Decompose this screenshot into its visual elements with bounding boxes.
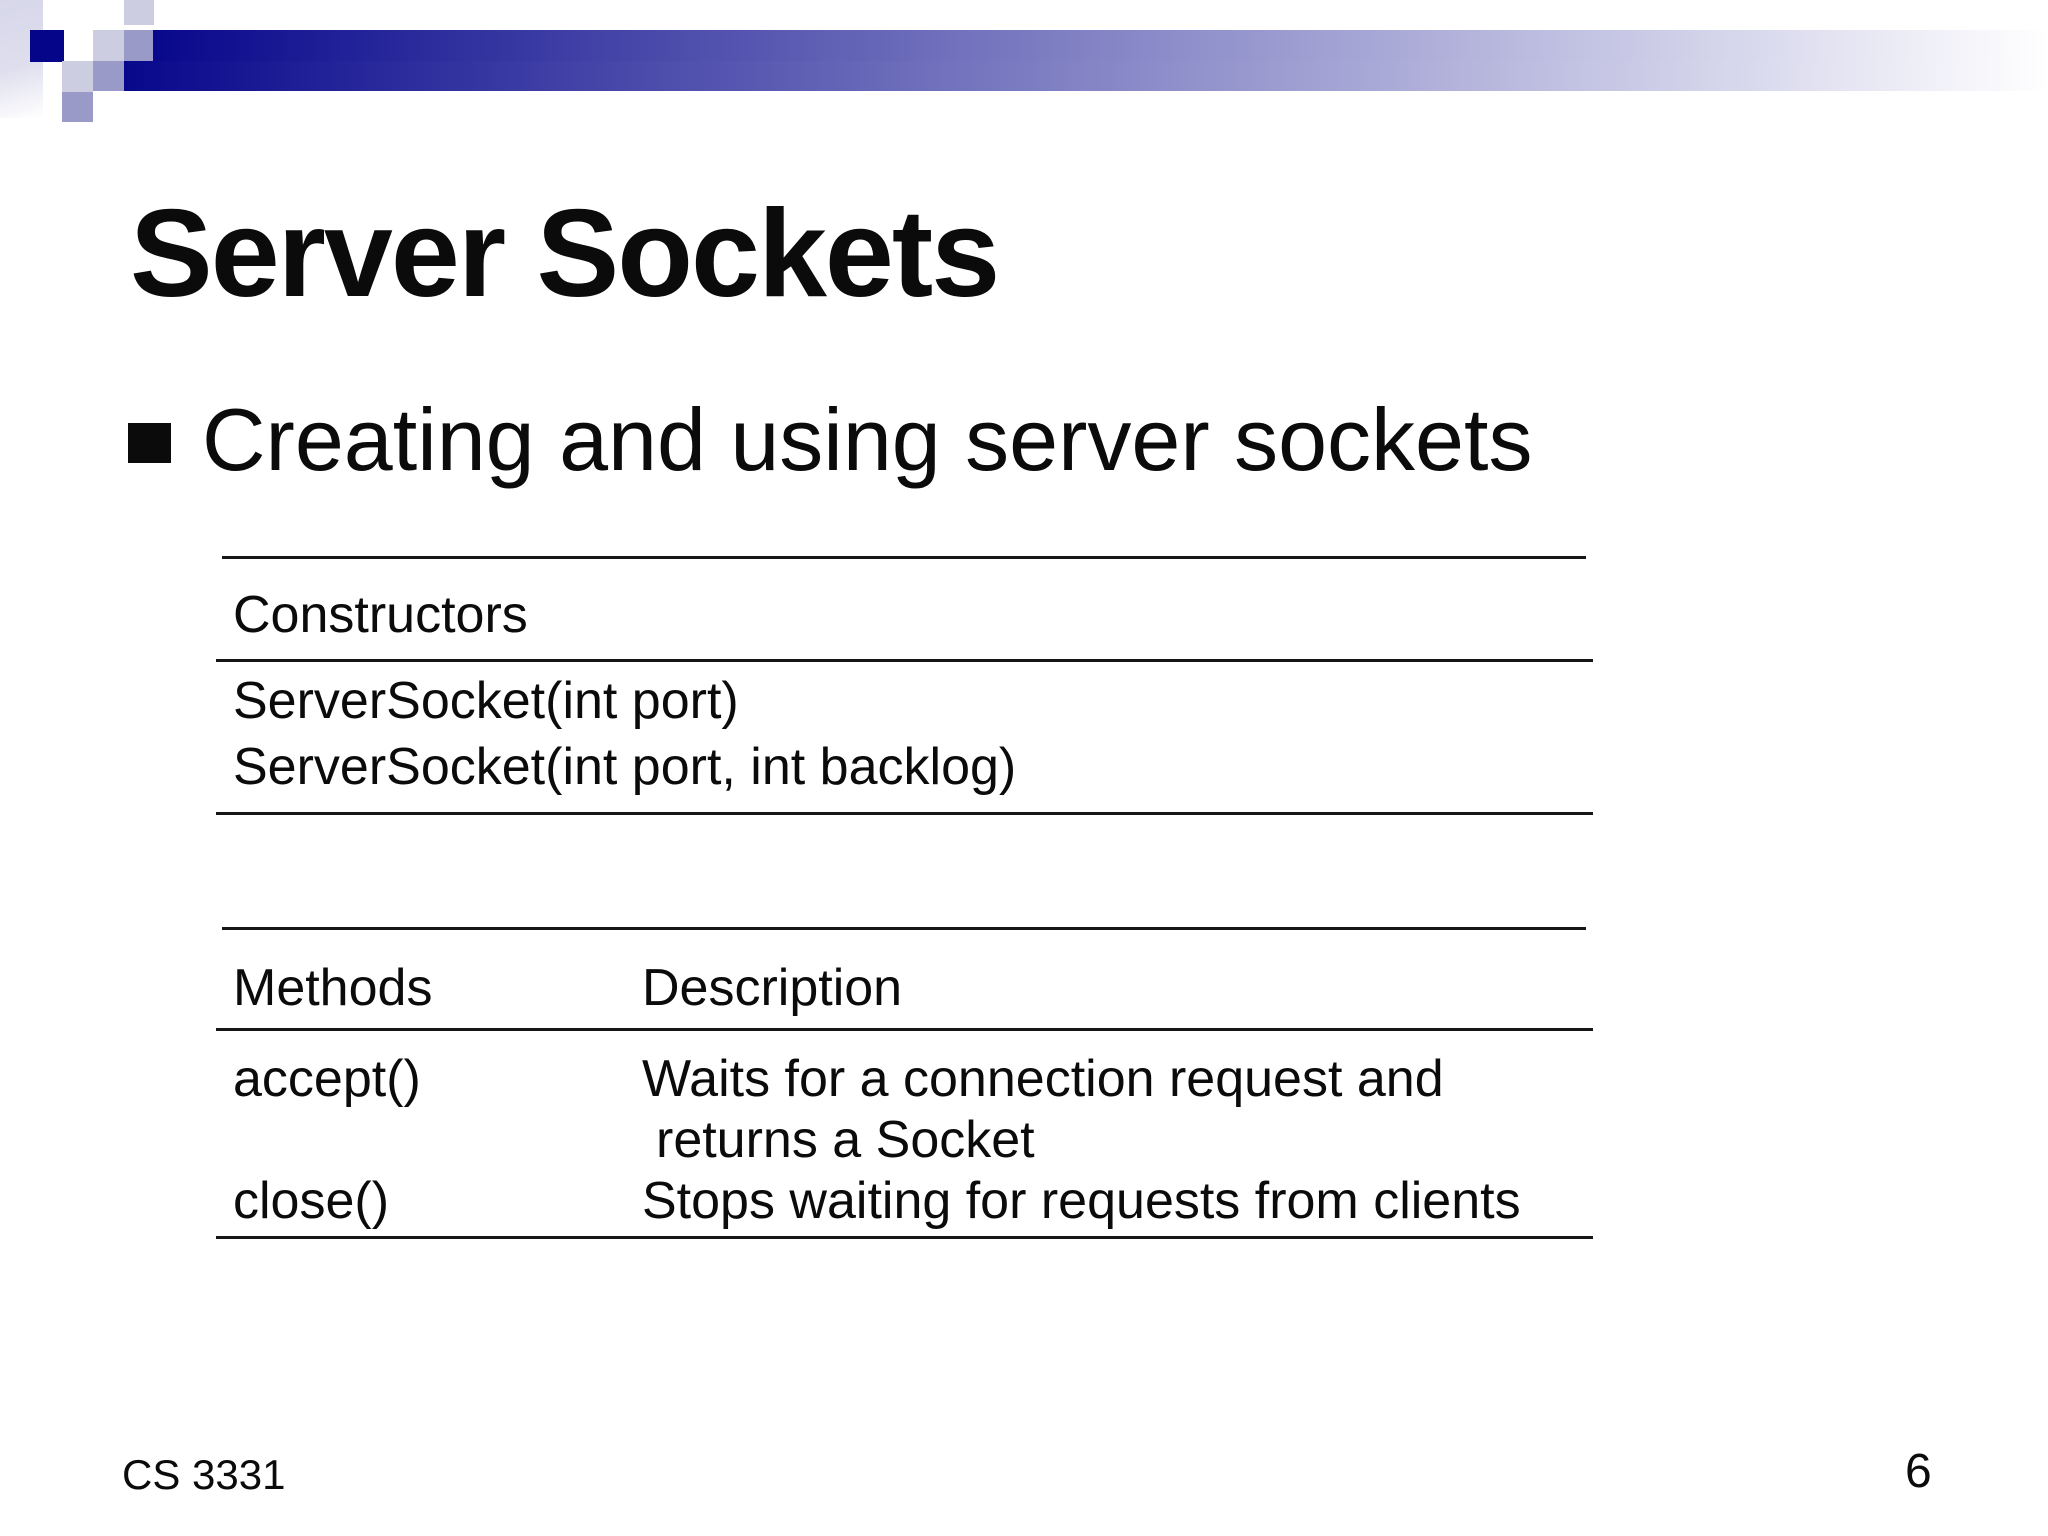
method-accept: accept() xyxy=(233,1050,421,1108)
pixel-square-light-top xyxy=(124,0,154,25)
constructors-header: Constructors xyxy=(233,586,528,644)
pixel-square-light-row1 xyxy=(93,30,124,61)
pixel-square-medium-row2 xyxy=(93,61,124,91)
constructor-row-1: ServerSocket(int port) xyxy=(233,672,739,730)
pixel-square-light-row2 xyxy=(62,61,93,92)
method-accept-description-line1: Waits for a connection request and xyxy=(642,1050,1444,1108)
methods-table-bottom-rule xyxy=(216,1236,1593,1239)
bullet-text: Creating and using server sockets xyxy=(202,390,1533,489)
method-accept-description-line2: returns a Socket xyxy=(656,1111,1035,1169)
method-close-description-line1: Stops waiting for requests from clients xyxy=(642,1172,1521,1230)
methods-table-top-rule xyxy=(222,927,1586,930)
page-number: 6 xyxy=(1905,1445,1932,1498)
method-close: close() xyxy=(233,1172,390,1230)
slide-title: Server Sockets xyxy=(130,185,1000,323)
pixel-square-medium-row3 xyxy=(62,92,93,122)
description-header: Description xyxy=(642,959,903,1017)
constructors-table-top-rule xyxy=(222,556,1586,559)
methods-header: Methods xyxy=(233,959,433,1017)
methods-table-mid-rule xyxy=(216,1028,1593,1031)
bullet-square-icon xyxy=(128,423,171,463)
constructors-table-mid-rule xyxy=(216,659,1593,662)
title-bar-lower xyxy=(124,61,2048,91)
footer-course-label: CS 3331 xyxy=(122,1451,286,1498)
pixel-square-medium-row1 xyxy=(124,30,153,61)
constructor-row-2: ServerSocket(int port, int backlog) xyxy=(233,738,1017,796)
pixel-square-dark xyxy=(30,30,64,62)
title-bar-upper xyxy=(153,30,2048,61)
constructors-table-bottom-rule xyxy=(216,812,1593,815)
